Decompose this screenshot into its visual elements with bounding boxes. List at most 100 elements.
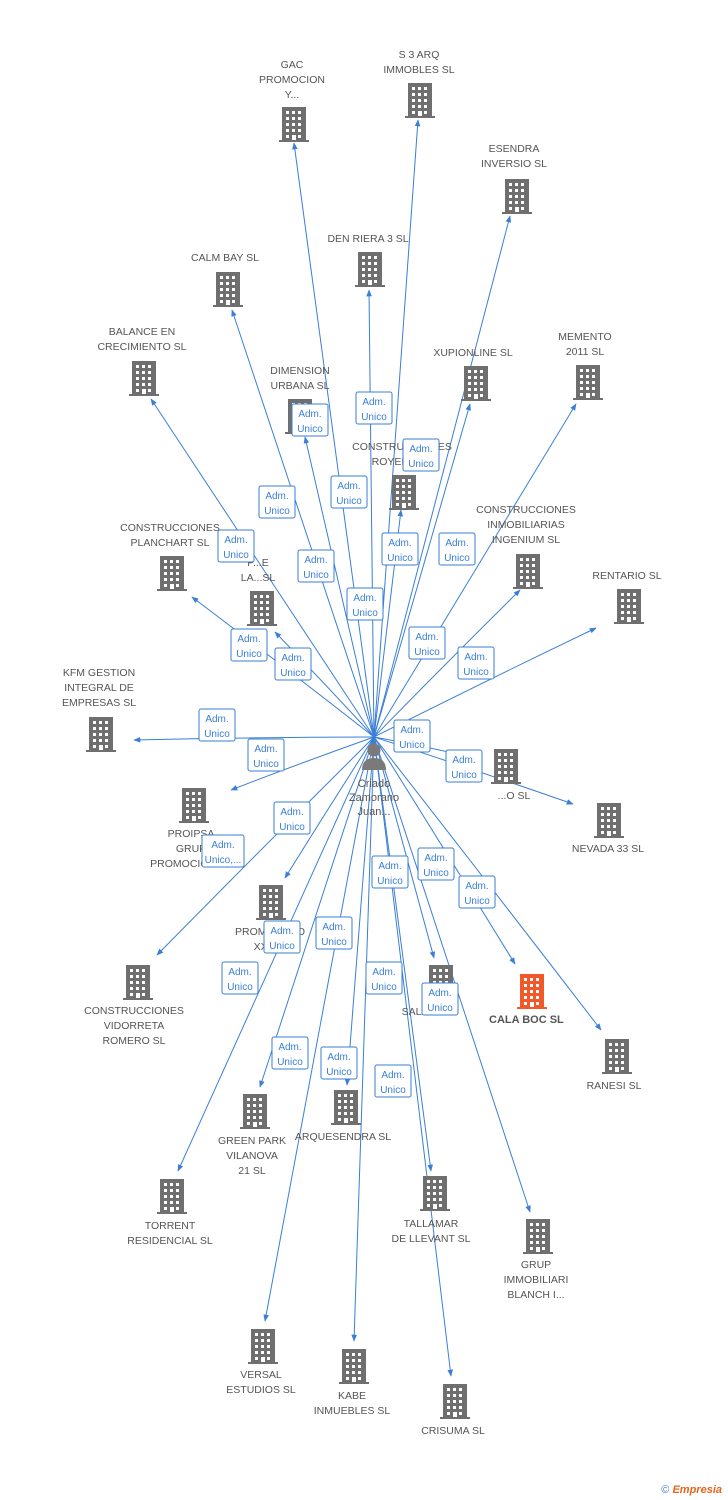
edge-label-box bbox=[457, 646, 495, 680]
company-label-line: GAC bbox=[281, 59, 304, 71]
edge-label-arquesendra[interactable]: Adm.Unico bbox=[315, 916, 353, 950]
company-node-nevada[interactable]: NEVADA 33 SL bbox=[572, 803, 644, 855]
edge-labels-layer: Adm.UnicoAdm.UnicoAdm.UnicoAdm.UnicoAdm.… bbox=[198, 391, 496, 1098]
edge-label-text: Adm. bbox=[281, 653, 304, 664]
edge-label-lamppost[interactable]: Adm.Unico bbox=[274, 647, 312, 681]
edge-label-vidorreta[interactable]: Adm.Unico,... bbox=[201, 834, 245, 868]
edge-label-calmbay[interactable]: Adm.Unico bbox=[258, 485, 296, 519]
edge-label-text: Adm. bbox=[298, 409, 321, 420]
edge-label-dimension[interactable]: Adm.Unico bbox=[297, 549, 335, 583]
edge-label-text: Adm. bbox=[409, 444, 432, 455]
company-label-line: VILANOVA bbox=[226, 1150, 278, 1162]
edge-label-salam[interactable]: Adm.Unico bbox=[371, 855, 409, 889]
edge-label-text: Unico bbox=[444, 553, 470, 564]
edge-label-promoarco[interactable]: Adm.Unico bbox=[273, 801, 311, 835]
edge-label-esendra[interactable]: Adm.Unico bbox=[402, 438, 440, 472]
edge-label-box bbox=[417, 847, 455, 881]
edge-label-ranesi[interactable]: Adm.Unico bbox=[458, 875, 496, 909]
company-label-line: MEMENTO bbox=[558, 331, 611, 343]
edge-label-hiddensl[interactable]: Adm.Unico bbox=[393, 719, 431, 753]
company-node-ranesi[interactable]: RANESI SL bbox=[587, 1039, 642, 1092]
edge-label-text: Unico bbox=[227, 982, 253, 993]
edge-label-balance[interactable]: Adm.Unico bbox=[217, 529, 255, 563]
edge-label-text: Adm. bbox=[424, 853, 447, 864]
edge-label-kfm[interactable]: Adm.Unico bbox=[198, 708, 236, 742]
edge-label-nevada[interactable]: Adm.Unico bbox=[445, 749, 483, 783]
company-node-arquesendra[interactable]: ARQUESENDRA SL bbox=[295, 1090, 391, 1143]
edge-label-grupimmob[interactable]: Adm.Unico bbox=[421, 982, 459, 1016]
edge-label-rentario[interactable]: Adm.Unico bbox=[457, 646, 495, 680]
edge-label-text: Unico bbox=[451, 770, 477, 781]
company-label-line: INVERSIO SL bbox=[481, 158, 547, 170]
edge-calmbay bbox=[231, 309, 375, 738]
company-label-line: XUPIONLINE SL bbox=[433, 347, 513, 359]
edge-label-text: Unico bbox=[253, 759, 279, 770]
building-icon bbox=[355, 252, 385, 287]
edge-label-proipsa[interactable]: Adm.Unico bbox=[247, 738, 285, 772]
edge-label-denriera[interactable]: Adm.Unico bbox=[330, 475, 368, 509]
company-node-xupionline[interactable]: XUPIONLINE SL bbox=[433, 347, 513, 401]
edge-label-kabe[interactable]: Adm.Unico bbox=[320, 1046, 358, 1080]
edge-label-text: Adm. bbox=[372, 967, 395, 978]
edge-label-torrent[interactable]: Adm.Unico bbox=[221, 961, 259, 995]
company-node-hiddensl[interactable]: ...O SL bbox=[491, 749, 530, 802]
edge-label-text: Unico bbox=[387, 553, 413, 564]
edge-balance bbox=[150, 398, 375, 738]
edge-label-planchart[interactable]: Adm.Unico bbox=[230, 628, 268, 662]
building-icon bbox=[602, 1039, 632, 1074]
company-node-crisuma[interactable]: CRISUMA SL bbox=[421, 1384, 485, 1437]
company-node-gac[interactable]: GACPROMOCIONY... bbox=[259, 59, 325, 142]
edge-dimension bbox=[303, 436, 375, 738]
person-label-line: Zamorano bbox=[349, 792, 399, 804]
edge-label-calaboc[interactable]: Adm.Unico bbox=[417, 847, 455, 881]
edge-label-s3arq[interactable]: Adm.Unico bbox=[355, 391, 393, 425]
company-node-calaboc[interactable]: CALA BOC SL bbox=[489, 974, 564, 1026]
edge-vidorreta bbox=[156, 736, 375, 956]
company-label-line: DEN RIERA 3 SL bbox=[327, 233, 408, 245]
building-icon bbox=[573, 365, 603, 400]
edge-label-text: Unico bbox=[264, 506, 290, 517]
edge-label-versal[interactable]: Adm.Unico bbox=[271, 1036, 309, 1070]
edge-label-box bbox=[355, 391, 393, 425]
edge-label-ingenium[interactable]: Adm.Unico bbox=[408, 626, 446, 660]
edge-label-memento[interactable]: Adm.Unico bbox=[438, 532, 476, 566]
edge-label-box bbox=[247, 738, 285, 772]
company-node-lamppost[interactable]: P...ELA...SL bbox=[241, 557, 277, 626]
edge-label-xupionline[interactable]: Adm.Unico bbox=[381, 532, 419, 566]
building-icon bbox=[517, 974, 547, 1009]
edge-label-tallamar[interactable]: Adm.Unico bbox=[365, 961, 403, 995]
footer-brand[interactable]: © Empresia bbox=[661, 1484, 722, 1496]
edge-label-box bbox=[330, 475, 368, 509]
edge-label-royerd[interactable]: Adm.Unico bbox=[346, 587, 384, 621]
building-icon bbox=[614, 589, 644, 624]
copyright-symbol: © bbox=[661, 1484, 670, 1496]
edge-label-text: Unico bbox=[321, 937, 347, 948]
company-node-calmbay[interactable]: CALM BAY SL bbox=[191, 252, 259, 307]
building-icon bbox=[129, 361, 159, 396]
company-node-denriera[interactable]: DEN RIERA 3 SL bbox=[327, 233, 409, 287]
company-label-line: ARQUESENDRA SL bbox=[295, 1131, 391, 1143]
edge-label-gac[interactable]: Adm.Unico bbox=[291, 403, 329, 437]
company-node-rentario[interactable]: RENTARIO SL bbox=[592, 570, 662, 624]
edge-label-crisuma[interactable]: Adm.Unico bbox=[374, 1064, 412, 1098]
company-label-line: TALLAMAR bbox=[404, 1218, 459, 1230]
edge-label-box bbox=[315, 916, 353, 950]
person-node[interactable]: CriadoZamoranoJuan... bbox=[349, 743, 399, 819]
edge-label-greenpark[interactable]: Adm.Unico bbox=[263, 920, 301, 954]
company-label-line: 21 SL bbox=[238, 1165, 266, 1177]
